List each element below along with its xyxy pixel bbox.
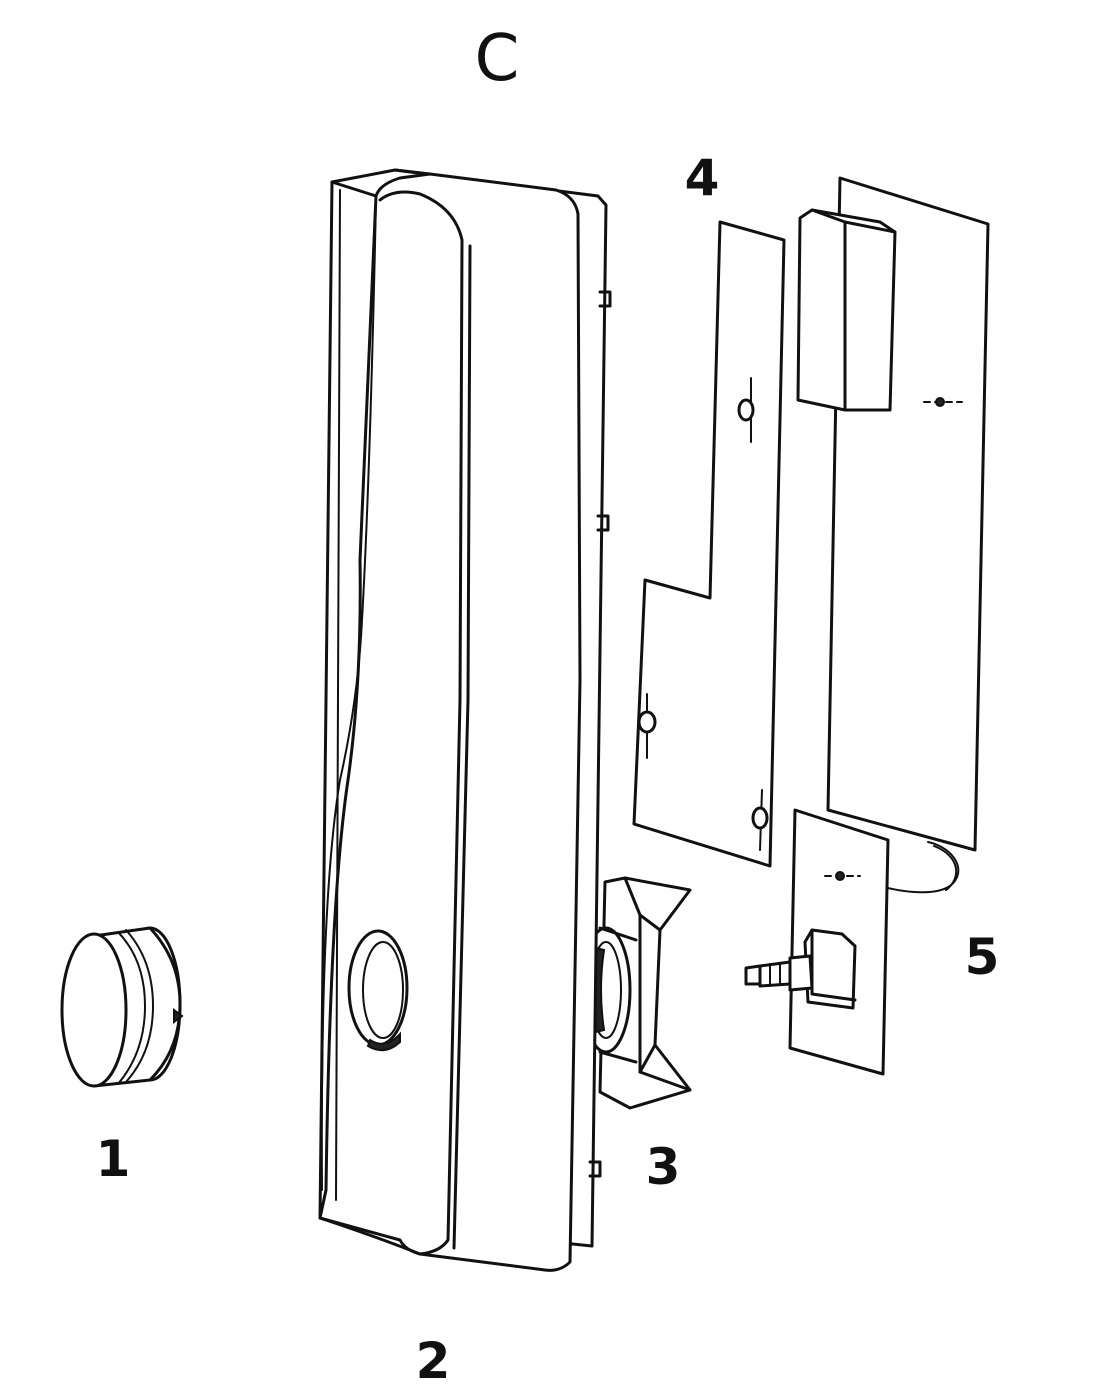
part-1-knob-cap-icon bbox=[60, 926, 184, 1088]
part-label-1: 1 bbox=[96, 1130, 131, 1188]
part-label-3: 3 bbox=[646, 1138, 681, 1196]
part-label-2: 2 bbox=[416, 1332, 451, 1390]
part-label-5: 5 bbox=[965, 928, 1000, 986]
part-2-housing-cover-icon bbox=[318, 168, 612, 1272]
part-label-4: 4 bbox=[685, 149, 720, 207]
part-4-insulation-sheet-icon bbox=[632, 220, 786, 868]
part-3-motor-mount-icon bbox=[580, 876, 692, 1110]
diagram-heading: C bbox=[475, 22, 520, 96]
part-5-circuit-board-icon bbox=[744, 176, 990, 1076]
